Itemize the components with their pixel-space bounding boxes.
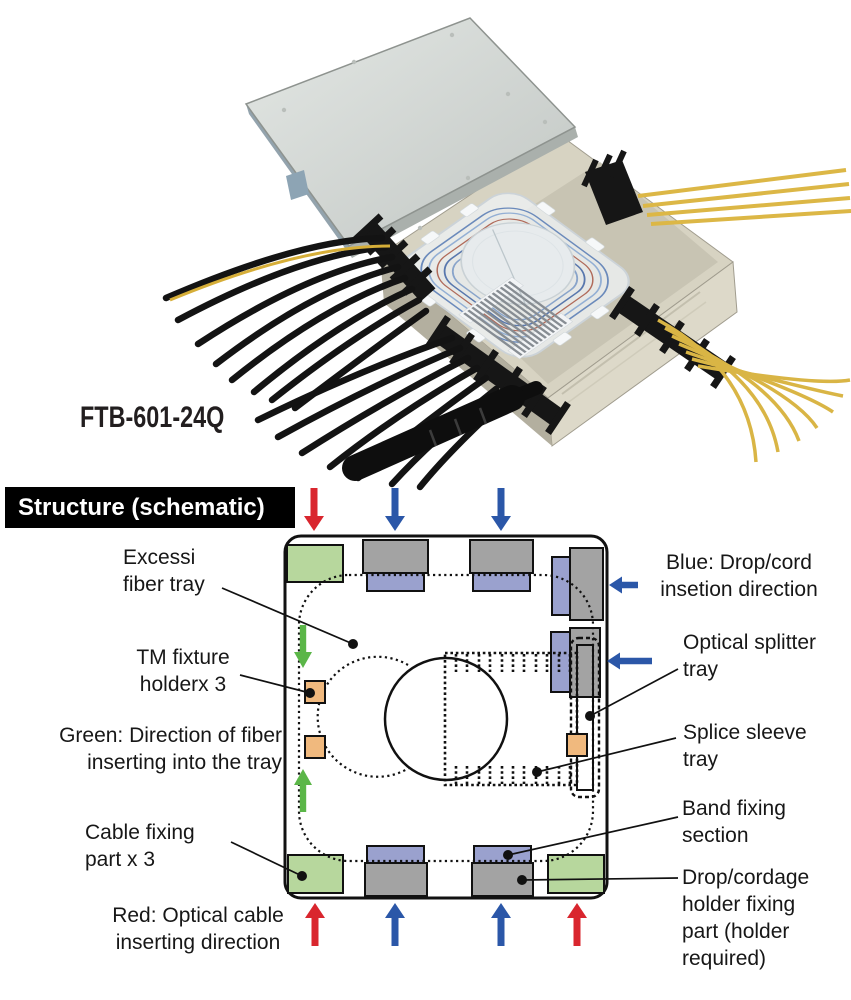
red-arrow-down bbox=[304, 488, 324, 531]
lid-screw-dimples bbox=[281, 32, 548, 231]
label-blue-direction: Blue: Drop/cord insetion direction bbox=[660, 551, 818, 601]
photo-yellow-fibers bbox=[169, 168, 851, 463]
label-band-fixing-section: Band fixing section bbox=[682, 797, 786, 847]
blue-arrow-left bbox=[607, 652, 652, 670]
label-green-direction: Green: Direction of fiber inserting into… bbox=[59, 724, 282, 774]
band-fixing-section bbox=[472, 572, 531, 592]
cable-fixing-part bbox=[286, 544, 344, 583]
blue-arrow-left bbox=[609, 576, 638, 594]
splice-sleeve-tray bbox=[443, 651, 579, 787]
photo-fiber-tray bbox=[400, 192, 630, 360]
label-cable-fixing-part: Cable fixing part x 3 bbox=[85, 821, 195, 871]
drop-holder-fixing-part bbox=[469, 539, 534, 574]
green-arrow-up bbox=[294, 769, 312, 812]
red-arrow-up bbox=[305, 903, 325, 946]
photo-lid bbox=[244, 17, 578, 258]
label-optical-splitter-tray: Optical splitter tray bbox=[683, 631, 817, 681]
green-arrow-down bbox=[294, 625, 312, 668]
leader-lines bbox=[221, 587, 679, 885]
label-splice-sleeve-tray: Splice sleeve tray bbox=[683, 721, 807, 771]
label-red-direction: Red: Optical cable inserting direction bbox=[112, 904, 284, 954]
label-excess-fiber-tray: Excessi fiber tray bbox=[123, 546, 205, 596]
band-fixing-section bbox=[550, 631, 572, 693]
tm-fixture-holder bbox=[304, 735, 326, 759]
blue-arrow-up bbox=[385, 903, 405, 946]
blue-arrow-up bbox=[491, 903, 511, 946]
blue-arrow-down bbox=[491, 488, 511, 531]
optical-splitter-tray-dashed bbox=[569, 636, 601, 799]
product-photo bbox=[162, 17, 851, 491]
drop-holder-fixing-part bbox=[364, 862, 428, 897]
label-drop-cordage-holder: Drop/cordage holder fixing part (holder … bbox=[682, 866, 810, 970]
drop-holder-fixing-part bbox=[569, 547, 604, 621]
blue-arrow-down bbox=[385, 488, 405, 531]
band-fixing-section bbox=[366, 572, 425, 592]
tm-fixture-holder bbox=[566, 733, 588, 757]
photo-black-cables bbox=[162, 234, 510, 491]
product-model-label: FTB-601-24Q bbox=[80, 401, 225, 434]
drop-holder-fixing-part bbox=[362, 539, 429, 574]
photo-round-cable-connector bbox=[342, 381, 543, 481]
cable-fixing-part bbox=[547, 854, 605, 894]
section-banner: Structure (schematic) bbox=[5, 487, 295, 528]
red-arrow-up bbox=[567, 903, 587, 946]
splice-holder-block bbox=[458, 276, 573, 360]
schematic-diagram bbox=[221, 488, 679, 946]
enclosure-outline bbox=[283, 534, 609, 900]
label-tm-fixture-holder: TM fixture holderx 3 bbox=[136, 646, 230, 696]
